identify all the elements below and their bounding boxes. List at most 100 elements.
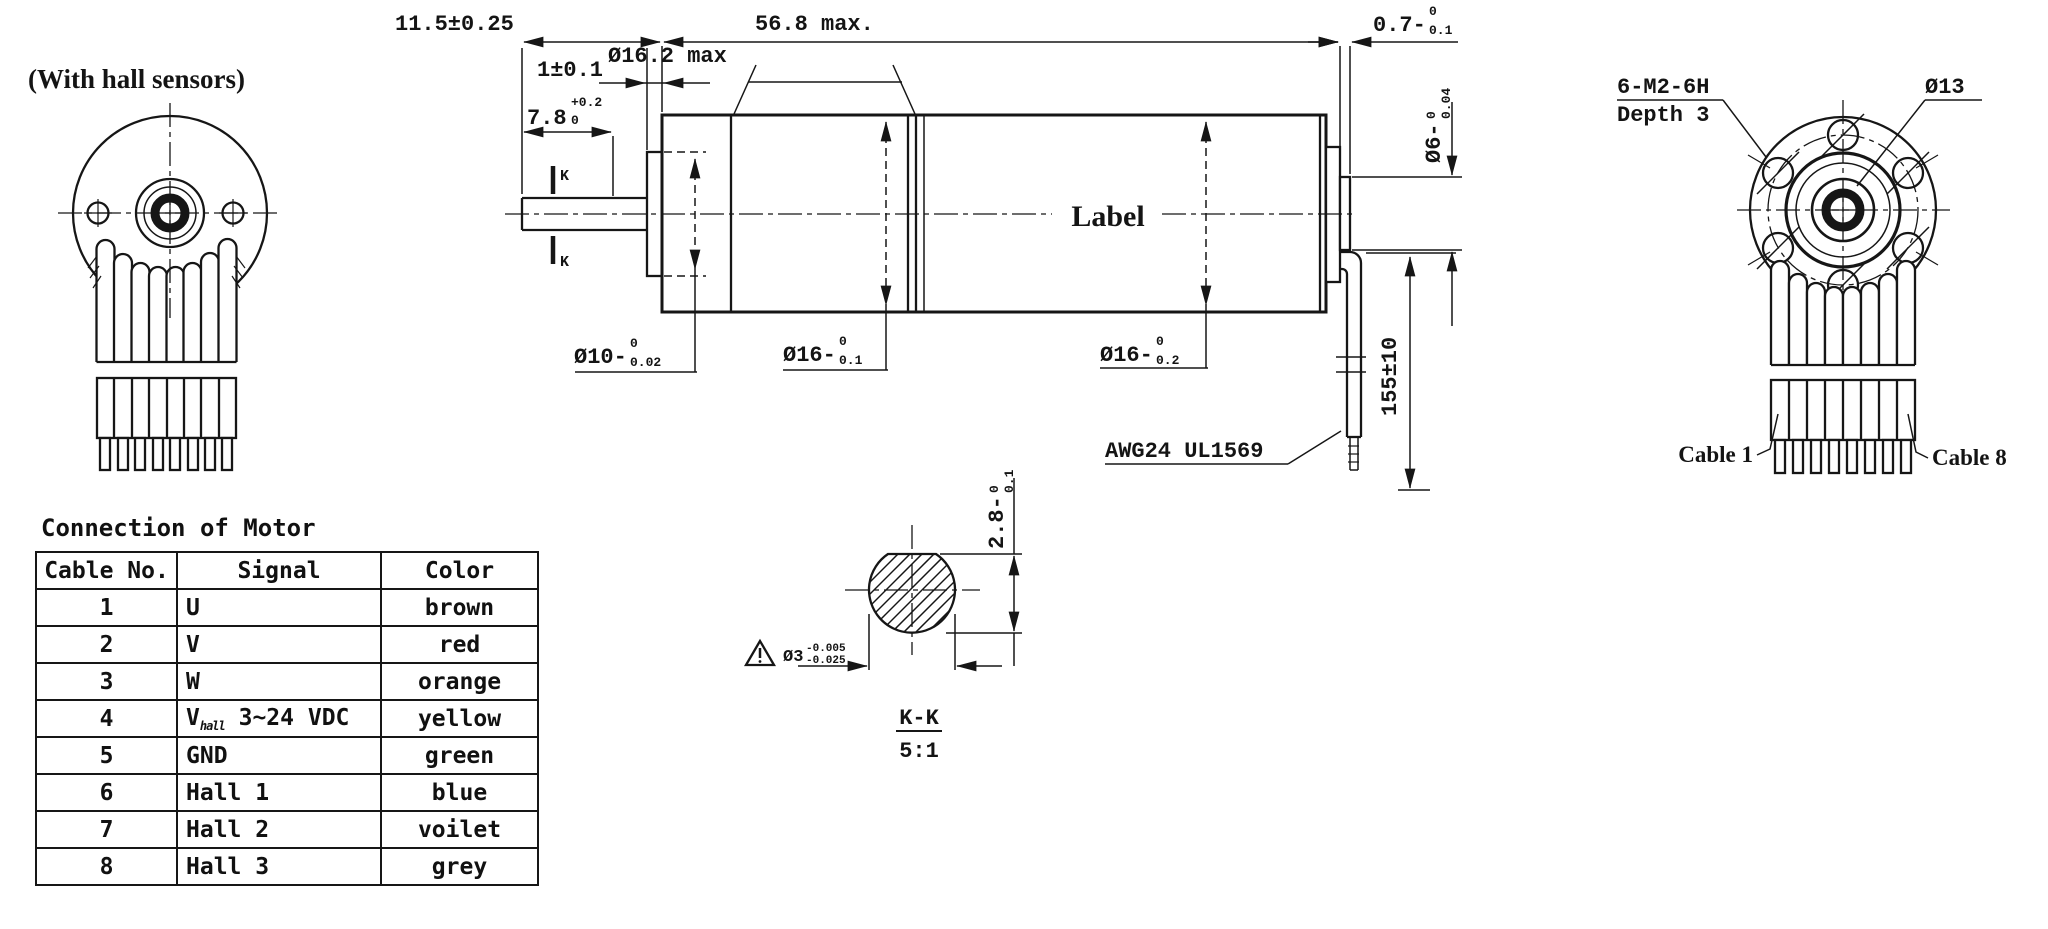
svg-text:155±10: 155±10 (1378, 337, 1403, 416)
svg-text:5:1: 5:1 (899, 739, 939, 764)
cable-labels: Cable 1 Cable 8 (1678, 413, 2007, 470)
dim-shaft-total: 11.5±0.25 (395, 12, 514, 37)
cell-color: blue (380, 773, 539, 812)
gear-envelope (733, 64, 916, 115)
table-row: 8 Hall 3 grey (35, 847, 539, 886)
shaft-section-outline (867, 552, 957, 634)
svg-text:0: 0 (1429, 4, 1437, 19)
dim-pilot-dia: Ø10- 0 0.02 (574, 336, 661, 370)
cell-color: voilet (380, 810, 539, 849)
screw-callout: 6-M2-6H Depth 3 (1617, 75, 1767, 158)
svg-text:0: 0 (630, 336, 638, 351)
table-row: 3 W orange (35, 662, 539, 701)
body-label-text: Label (1071, 200, 1144, 233)
cable-spec-label: AWG24 UL1569 (1105, 439, 1263, 464)
svg-text:0: 0 (1424, 111, 1439, 119)
svg-text:Ø16-: Ø16- (783, 343, 836, 368)
extension-lines (521, 46, 1462, 491)
front-cable-bundle (95, 237, 238, 472)
cell-color: grey (380, 847, 539, 886)
connection-table: Cable No. Signal Color 1 U brown 2 V red… (35, 551, 539, 886)
svg-text:0.04: 0.04 (1439, 88, 1454, 119)
cell-signal: Hall 1 (176, 773, 382, 812)
dim-flat-height: 2.8- 0 0.1 (985, 469, 1017, 549)
header-signal: Signal (176, 551, 382, 590)
svg-text:K-K: K-K (899, 706, 939, 731)
dim-pilot-length: 1±0.1 (537, 58, 603, 83)
cell-signal: Hall 2 (176, 810, 382, 849)
svg-text:0.1: 0.1 (1429, 23, 1453, 38)
front-view: (With hall sensors) (28, 64, 282, 472)
front-view-title: (With hall sensors) (28, 64, 245, 94)
dimension-lines (523, 36, 1458, 489)
dim-shaft-length: 7.8 +0.2 0 (527, 95, 602, 131)
svg-text:Ø6-: Ø6- (1422, 123, 1447, 163)
dim-section-shaft-dia: Ø3 -0.005 -0.025 (783, 643, 846, 667)
table-row: 5 GND green (35, 736, 539, 775)
svg-text:-0.025: -0.025 (806, 655, 846, 667)
svg-text:Depth 3: Depth 3 (1617, 103, 1709, 128)
front-cable-pins (98, 436, 234, 472)
section-view: 2.8- 0 0.1 Ø3 -0.005 -0.025 K-K 5:1 (743, 469, 1022, 764)
header-color: Color (380, 551, 539, 590)
cell-signal: W (176, 662, 382, 701)
side-view: Label K K (395, 4, 1462, 491)
table-row: 7 Hall 2 voilet (35, 810, 539, 849)
cell-no: 5 (35, 736, 178, 775)
table-row: 4 Vhall 3~24 VDC yellow (35, 699, 539, 738)
svg-text:0: 0 (1156, 334, 1164, 349)
cell-signal: Vhall 3~24 VDC (176, 699, 382, 738)
dim-body-length: 56.8 max. (755, 12, 874, 37)
table-row: 2 V red (35, 625, 539, 664)
svg-text:-0.005: -0.005 (806, 643, 846, 655)
cell-no: 6 (35, 773, 178, 812)
cell-no: 8 (35, 847, 178, 886)
svg-text:2.8-: 2.8- (985, 496, 1010, 549)
cell-color: orange (380, 662, 539, 701)
cell-color: brown (380, 588, 539, 627)
flat-height-dim-lines (940, 478, 1022, 666)
shaft-dia-dim-lines (798, 614, 1002, 672)
cell-color: green (380, 736, 539, 775)
svg-text:0.1: 0.1 (839, 353, 863, 368)
svg-text:K: K (560, 168, 569, 185)
svg-text:Ø3: Ø3 (783, 648, 803, 667)
rear-cable (1336, 250, 1366, 471)
svg-text:Ø13: Ø13 (1925, 75, 1965, 100)
cell-signal: V (176, 625, 382, 664)
warning-triangle-icon (743, 638, 777, 667)
cell-no: 4 (35, 699, 178, 738)
table-row: 1 U brown (35, 588, 539, 627)
cell-no: 1 (35, 588, 178, 627)
svg-text:K: K (560, 254, 569, 271)
dim-cable-length: 155±10 (1378, 337, 1403, 416)
rear-view: 6-M2-6H Depth 3 Ø13 Cable 1 Cable 8 (1617, 75, 2007, 475)
rear-cable-pins (1773, 438, 1913, 475)
section-cut-marks: K K (550, 166, 569, 271)
cell-signal: Hall 3 (176, 847, 382, 886)
dim-gear-dia: Ø16- 0 0.1 (783, 334, 863, 368)
table-row: 6 Hall 1 blue (35, 773, 539, 812)
svg-text:7.8: 7.8 (527, 106, 567, 131)
svg-text:0: 0 (839, 334, 847, 349)
cell-no: 2 (35, 625, 178, 664)
svg-text:0.7-: 0.7- (1373, 13, 1426, 38)
svg-text:0.1: 0.1 (1002, 469, 1017, 493)
svg-text:0: 0 (987, 485, 1002, 493)
table-header-row: Cable No. Signal Color (35, 551, 539, 590)
connection-table-title: Connection of Motor (41, 514, 316, 542)
svg-text:+0.2: +0.2 (571, 95, 602, 110)
cable-1-label: Cable 1 (1678, 442, 1753, 467)
section-title: K-K 5:1 (896, 706, 942, 764)
svg-text:6-M2-6H: 6-M2-6H (1617, 75, 1709, 100)
cable-8-label: Cable 8 (1932, 445, 2007, 470)
svg-text:0.2: 0.2 (1156, 353, 1180, 368)
svg-text:0.02: 0.02 (630, 355, 661, 370)
cell-signal: U (176, 588, 382, 627)
dim-boss-length: 0.7- 0 0.1 (1373, 4, 1453, 38)
cell-no: 7 (35, 810, 178, 849)
front-hatch (87, 255, 246, 289)
dim-motor-dia: Ø16- 0 0.2 (1100, 334, 1180, 368)
